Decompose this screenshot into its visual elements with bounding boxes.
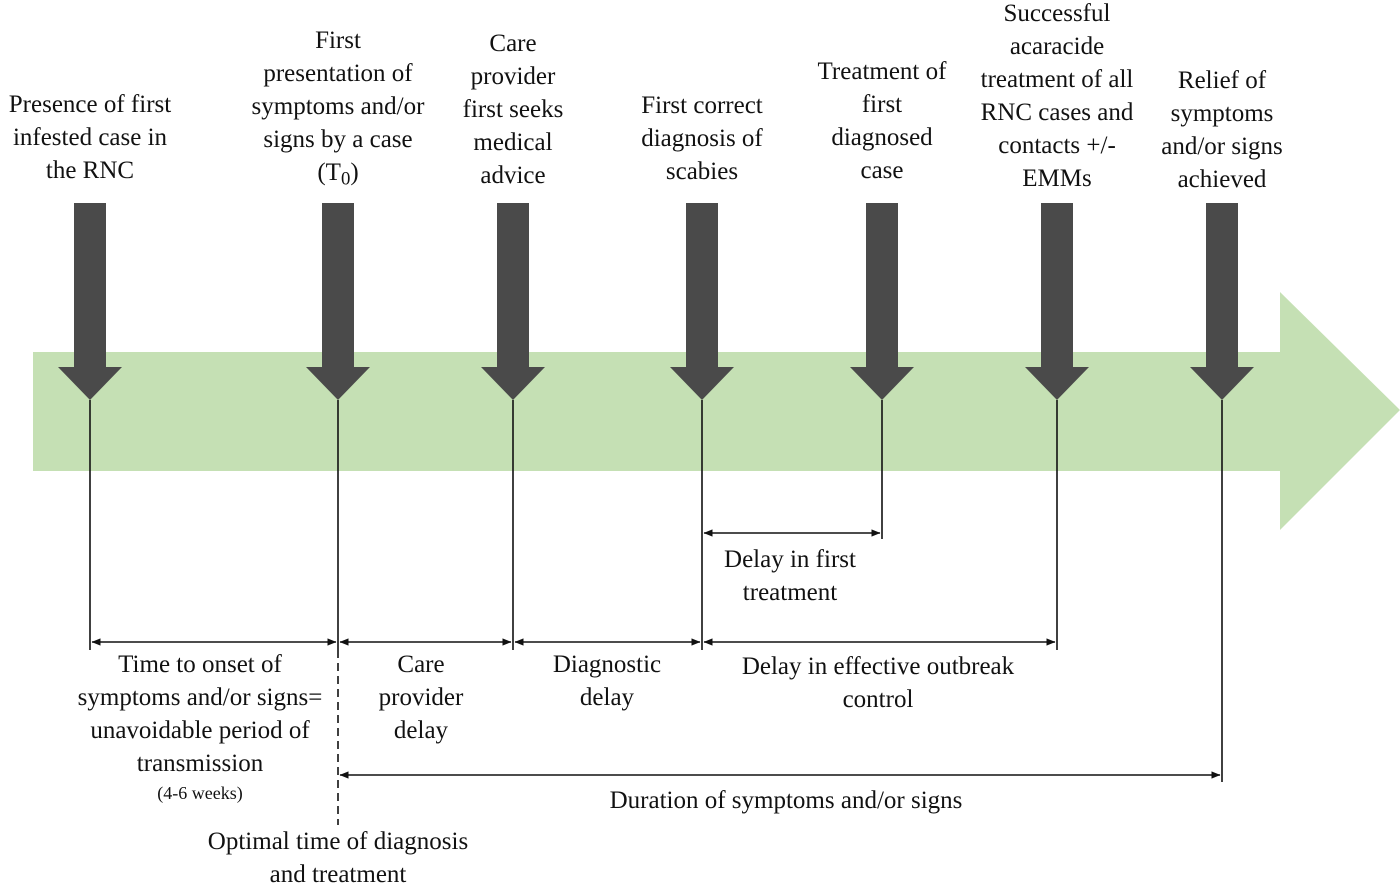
- event-label-line: signs by a case: [263, 126, 413, 153]
- interval-label-line: symptoms and/or signs=: [77, 684, 323, 711]
- interval-label-line: Time to onset of: [118, 651, 282, 678]
- event-label-line: First correct: [641, 92, 763, 119]
- t0-close: ): [350, 159, 359, 186]
- event-label-line: Relief of: [1177, 67, 1267, 94]
- t0-open: (T: [317, 159, 341, 186]
- interval-arrows: [91, 529, 1221, 779]
- onset-label: Time to onset of symptoms and/or signs= …: [50, 648, 350, 806]
- interval-label-line: provider: [378, 684, 464, 711]
- event-label-line: the RNC: [45, 157, 135, 184]
- event-label-line: and/or signs: [1161, 133, 1283, 160]
- diagnostic-delay-label: Diagnostic delay: [527, 648, 687, 714]
- event-arrow-6: [1025, 203, 1089, 400]
- duration-label: Duration of symptoms and/or signs: [536, 784, 1036, 817]
- timeline-arrow: [33, 292, 1400, 530]
- interval-label-line: delay: [393, 717, 449, 744]
- interval-label-line: delay: [579, 684, 635, 711]
- event-label-line: EMMs: [1022, 165, 1092, 192]
- event-arrow-2: [306, 203, 370, 400]
- event-label-4: First correct diagnosis of scabies: [612, 89, 792, 188]
- event-label-line: contacts +/-: [998, 132, 1116, 159]
- event-label-line: diagnosis of: [641, 125, 763, 152]
- event-label-5: Treatment of first diagnosed case: [792, 55, 972, 187]
- event-arrow-7: [1190, 203, 1254, 400]
- event-arrow-1: [58, 203, 122, 400]
- event-arrow-3: [481, 203, 545, 400]
- event-label-line: diagnosed: [831, 124, 933, 151]
- event-label-7: Relief of symptoms and/or signs achieved: [1142, 64, 1302, 196]
- onset-weeks-label: (4-6 weeks): [157, 783, 243, 803]
- interval-label-line: Diagnostic: [552, 651, 662, 678]
- event-label-line: achieved: [1177, 166, 1267, 193]
- event-label-line: advice: [480, 162, 546, 189]
- interval-label-line: control: [842, 686, 914, 713]
- event-label-line: Presence of first: [8, 91, 172, 118]
- t0-label: (T0): [238, 156, 438, 189]
- event-label-line: infested case in: [12, 124, 168, 151]
- event-label-line: medical: [473, 129, 553, 156]
- optimal-time-label: Optimal time of diagnosis and treatment: [178, 825, 498, 891]
- event-label-line: Care: [489, 30, 537, 57]
- event-label-3: Care provider first seeks medical advice: [433, 27, 593, 192]
- outbreak-control-delay-label: Delay in effective outbreak control: [718, 650, 1038, 716]
- event-label-1: Presence of first infested case in the R…: [0, 88, 190, 187]
- event-label-line: RNC cases and: [980, 99, 1134, 126]
- event-label-line: acaracide: [1009, 33, 1105, 60]
- event-label-2: First presentation of symptoms and/or si…: [238, 24, 438, 189]
- interval-label-line: Delay in first: [724, 546, 856, 573]
- t0-subscript: 0: [340, 168, 351, 190]
- interval-label-line: Care: [397, 651, 445, 678]
- interval-label-line: Delay in effective outbreak: [741, 653, 1015, 680]
- first-treatment-delay-label: Delay in first treatment: [690, 543, 890, 609]
- interval-label-line: treatment: [742, 579, 838, 606]
- event-label-line: symptoms: [1170, 100, 1274, 127]
- event-arrows: [58, 203, 1254, 400]
- event-arrow-5: [850, 203, 914, 400]
- event-arrow-4: [670, 203, 734, 400]
- event-label-line: treatment of all: [980, 66, 1134, 93]
- interval-label-line: unavoidable period of: [90, 717, 310, 744]
- event-label-line: symptoms and/or: [251, 93, 425, 120]
- interval-label-line: Duration of symptoms and/or signs: [609, 787, 963, 814]
- event-label-line: Successful: [1003, 0, 1111, 27]
- event-label-line: First: [315, 27, 361, 54]
- event-label-line: scabies: [665, 158, 739, 185]
- event-label-line: first seeks: [462, 96, 564, 123]
- interval-label-line: and treatment: [269, 861, 407, 888]
- event-label-line: first: [861, 91, 903, 118]
- event-label-6: Successful acaracide treatment of all RN…: [957, 0, 1157, 195]
- event-label-line: provider: [470, 63, 556, 90]
- event-label-line: presentation of: [263, 60, 413, 87]
- event-label-line: Treatment of: [817, 58, 947, 85]
- interval-label-line: Optimal time of diagnosis: [207, 828, 469, 855]
- care-provider-delay-label: Care provider delay: [346, 648, 496, 747]
- event-label-line: case: [860, 157, 904, 184]
- drop-lines: [89, 400, 1223, 825]
- interval-label-line: transmission: [136, 750, 264, 777]
